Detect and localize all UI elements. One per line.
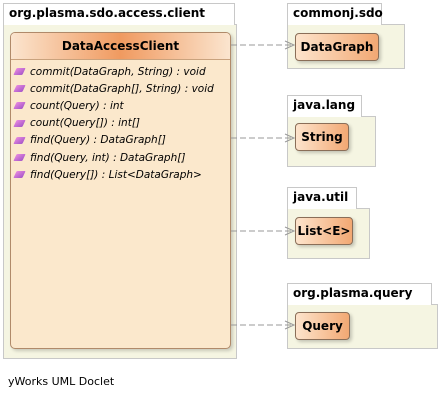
method-item[interactable]: find(Query) : DataGraph[] <box>13 132 230 149</box>
package-name: java.util <box>287 187 357 209</box>
package-org-plasma-sdo-access-client: org.plasma.sdo.access.client DataAccessC… <box>3 3 237 359</box>
method-item[interactable]: count(Query[]) : int[] <box>13 115 230 132</box>
class-list[interactable]: List<E> <box>295 217 353 245</box>
package-name: commonj.sdo <box>287 3 383 25</box>
method-list: commit(DataGraph, String) : void commit(… <box>11 60 230 183</box>
package-name: java.lang <box>287 95 362 117</box>
dependency-arrowhead-query <box>284 320 296 330</box>
class-string[interactable]: String <box>295 123 349 151</box>
method-item[interactable]: count(Query) : int <box>13 97 230 114</box>
package-commonj-sdo: commonj.sdo DataGraph <box>287 3 405 69</box>
method-signature: find(Query[]) : List<DataGraph> <box>30 168 202 181</box>
method-item[interactable]: commit(DataGraph, String) : void <box>13 63 230 80</box>
method-item[interactable]: find(Query[]) : List<DataGraph> <box>13 166 230 183</box>
method-signature: find(Query, int) : DataGraph[] <box>30 151 186 164</box>
package-name: org.plasma.sdo.access.client <box>3 3 235 25</box>
method-item[interactable]: commit(DataGraph[], String) : void <box>13 80 230 97</box>
package-org-plasma-query: org.plasma.query Query <box>287 283 438 349</box>
method-signature: commit(DataGraph[], String) : void <box>30 82 214 95</box>
caption: yWorks UML Doclet <box>8 375 115 388</box>
method-item[interactable]: find(Query, int) : DataGraph[] <box>13 149 230 166</box>
method-signature: commit(DataGraph, String) : void <box>30 65 206 78</box>
dependency-arrowhead-string <box>284 133 296 143</box>
class-data-graph[interactable]: DataGraph <box>295 33 379 61</box>
package-java-util: java.util List<E> <box>287 187 370 259</box>
package-java-lang: java.lang String <box>287 95 376 167</box>
class-name: DataAccessClient <box>11 33 230 60</box>
class-query[interactable]: Query <box>295 312 350 340</box>
dependency-arrowhead-datagraph <box>284 40 296 50</box>
dependency-arrowhead-list <box>284 226 296 236</box>
package-name: org.plasma.query <box>287 283 432 305</box>
method-signature: find(Query) : DataGraph[] <box>30 134 166 147</box>
method-signature: count(Query[]) : int[] <box>30 117 141 130</box>
method-signature: count(Query) : int <box>30 99 124 112</box>
class-data-access-client[interactable]: DataAccessClient commit(DataGraph, Strin… <box>10 32 231 349</box>
